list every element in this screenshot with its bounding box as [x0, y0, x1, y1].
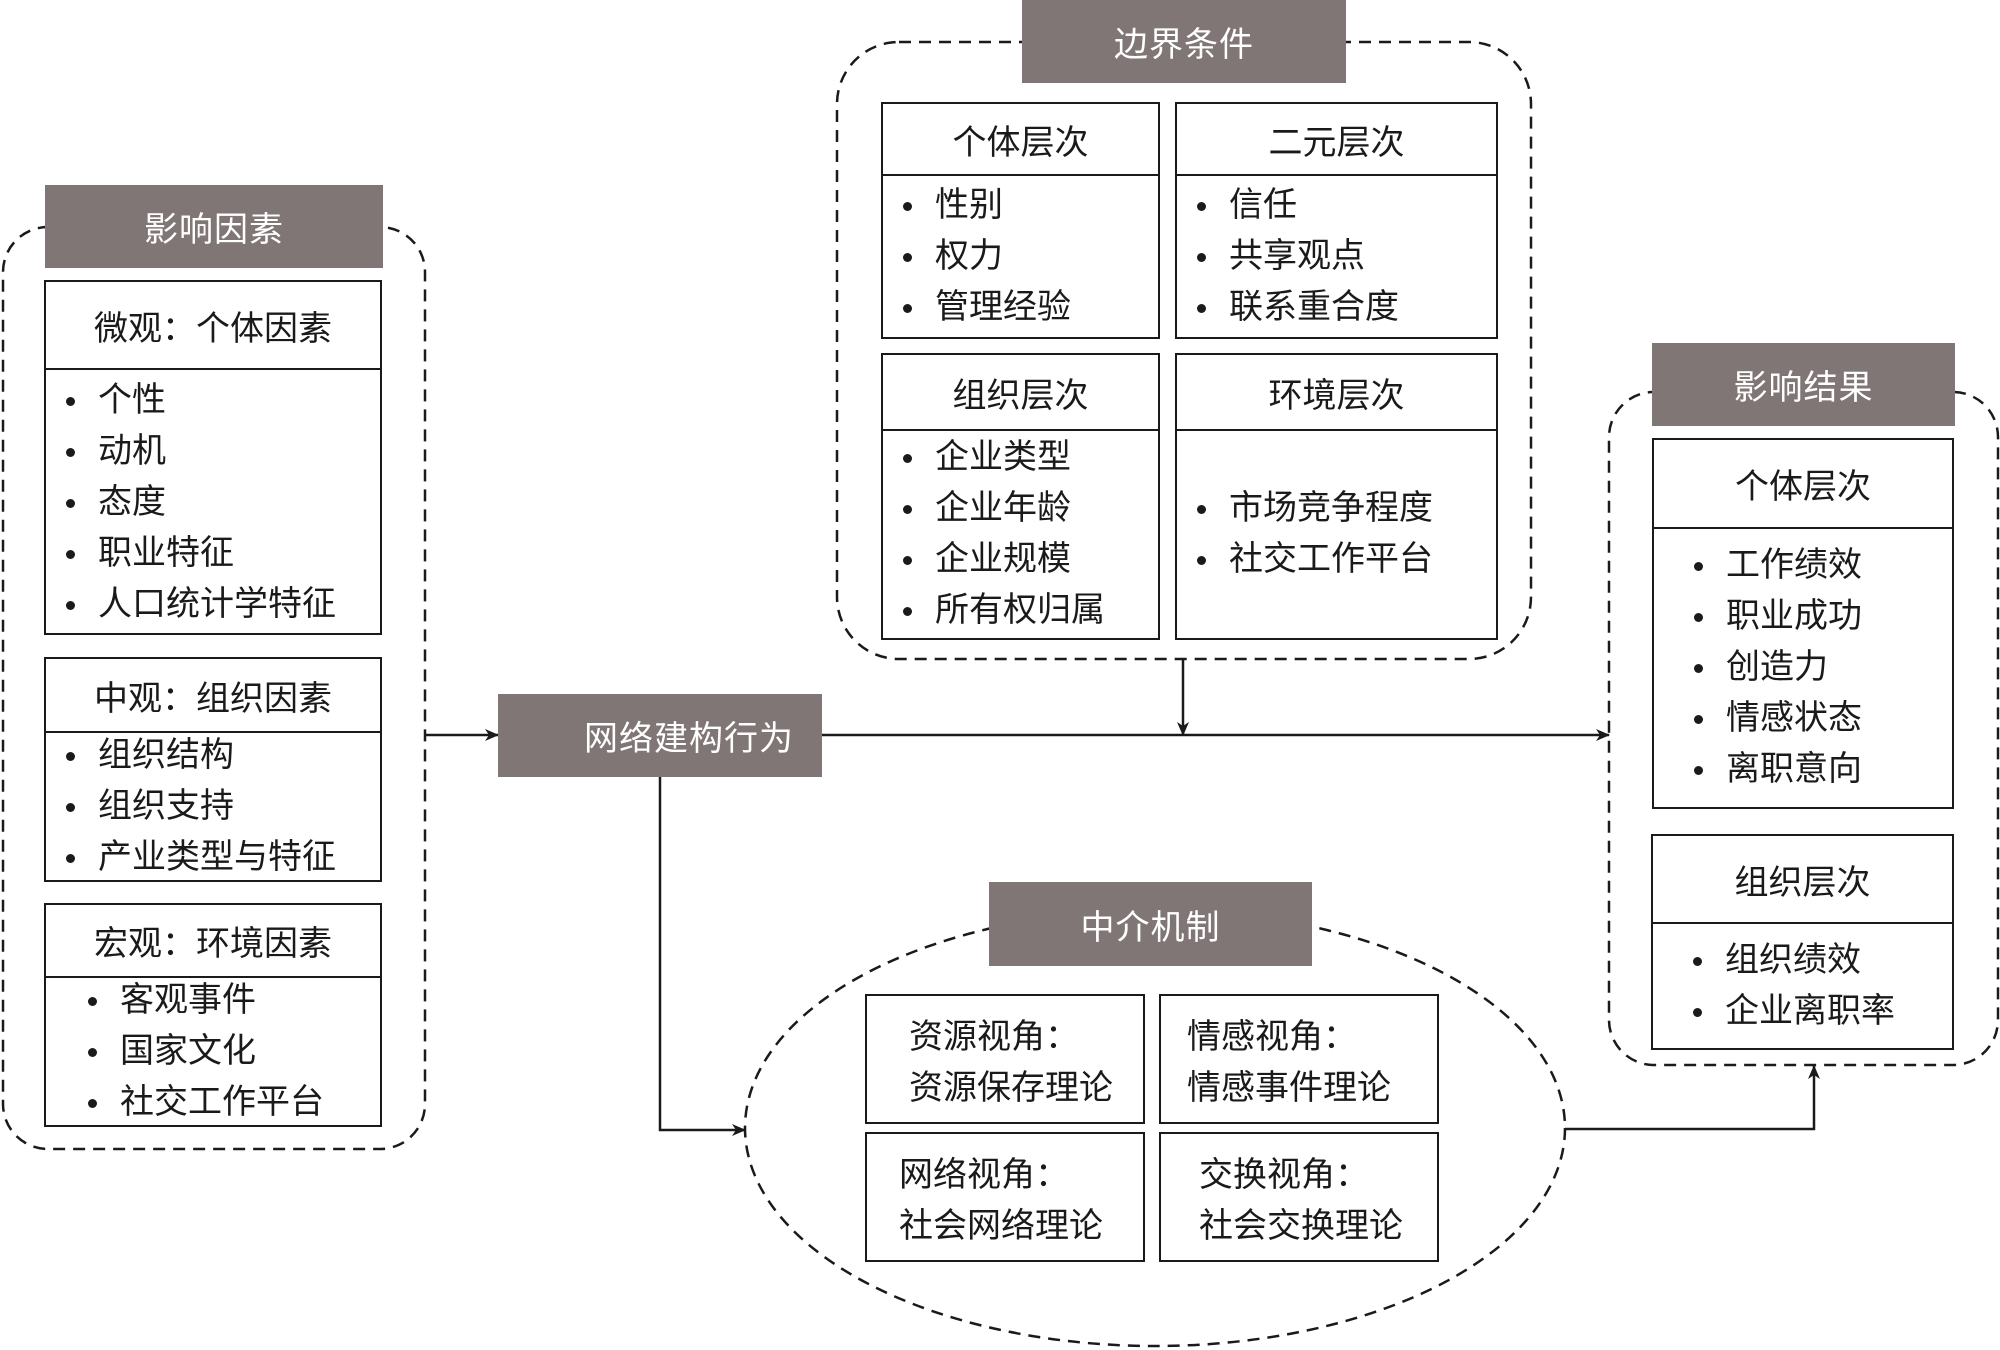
list-item: 权力	[883, 231, 1158, 282]
list-item: 态度	[46, 477, 380, 528]
networking-behavior-node: 网络建构行为	[498, 694, 822, 777]
list-item: 所有权归属	[883, 585, 1158, 636]
list-item: 企业离职率	[1673, 986, 1952, 1037]
dyadic-level-list: 信任 共享观点 联系重合度	[1177, 180, 1496, 333]
perspective-label: 情感视角：	[1187, 1017, 1357, 1057]
arrow-core-to-mediating	[658, 777, 746, 1136]
boundary-conditions-header: 边界条件	[1022, 0, 1346, 83]
group-title: 中观：组织因素	[46, 659, 380, 733]
theory-label: 社会交换理论	[1199, 1206, 1403, 1246]
arrow-mediating-to-outcomes	[1565, 1065, 1820, 1131]
list-item: 组织绩效	[1673, 935, 1952, 986]
list-item: 市场竞争程度	[1177, 483, 1496, 534]
dyadic-level-box: 二元层次 信任 共享观点 联系重合度	[1175, 102, 1498, 339]
list-item: 国家文化	[68, 1026, 380, 1077]
list-item: 共享观点	[1177, 231, 1496, 282]
individual-level-list: 性别 权力 管理经验	[883, 180, 1158, 333]
organizational-level-list: 企业类型 企业年龄 企业规模 所有权归属	[883, 432, 1158, 636]
group-title: 个体层次	[1654, 440, 1952, 529]
list-item: 企业规模	[883, 534, 1158, 585]
list-item: 创造力	[1674, 642, 1952, 693]
list-item: 情感状态	[1674, 693, 1952, 744]
list-item: 客观事件	[68, 975, 380, 1026]
micro-factors-box: 微观：个体因素 个性 动机 态度 职业特征 人口统计学特征	[44, 280, 382, 635]
group-title: 组织层次	[1653, 836, 1952, 924]
list-item: 信任	[1177, 180, 1496, 231]
network-perspective-box: 网络视角： 社会网络理论	[865, 1132, 1145, 1262]
micro-factors-list: 个性 动机 态度 职业特征 人口统计学特征	[46, 375, 380, 630]
group-title: 二元层次	[1177, 104, 1496, 176]
individual-level-box: 个体层次 性别 权力 管理经验	[881, 102, 1160, 339]
outcomes-header: 影响结果	[1652, 343, 1955, 426]
list-item: 联系重合度	[1177, 282, 1496, 333]
group-title: 宏观：环境因素	[46, 905, 380, 978]
list-item: 动机	[46, 426, 380, 477]
list-item: 产业类型与特征	[46, 832, 380, 883]
organizational-outcomes-box: 组织层次 组织绩效 企业离职率	[1651, 834, 1954, 1050]
group-title: 微观：个体因素	[46, 282, 380, 370]
influencing-factors-header: 影响因素	[45, 185, 383, 268]
perspective-label: 资源视角：	[909, 1017, 1079, 1057]
emotion-perspective-box: 情感视角： 情感事件理论	[1159, 994, 1439, 1124]
organizational-outcomes-list: 组织绩效 企业离职率	[1673, 935, 1952, 1037]
meso-factors-list: 组织结构 组织支持 产业类型与特征	[46, 730, 380, 883]
exchange-perspective-box: 交换视角： 社会交换理论	[1159, 1132, 1439, 1262]
theory-label: 社会网络理论	[899, 1206, 1103, 1246]
perspective-label: 网络视角：	[899, 1155, 1069, 1195]
list-item: 管理经验	[883, 282, 1158, 333]
mediating-mechanisms-header: 中介机制	[989, 882, 1312, 966]
resource-perspective-box: 资源视角： 资源保存理论	[865, 994, 1145, 1124]
theory-label: 情感事件理论	[1187, 1068, 1391, 1108]
list-item: 社交工作平台	[1177, 534, 1496, 585]
list-item: 离职意向	[1674, 744, 1952, 795]
individual-outcomes-list: 工作绩效 职业成功 创造力 情感状态 离职意向	[1674, 540, 1952, 795]
group-title: 个体层次	[883, 104, 1158, 176]
individual-outcomes-box: 个体层次 工作绩效 职业成功 创造力 情感状态 离职意向	[1652, 438, 1954, 809]
macro-factors-list: 客观事件 国家文化 社交工作平台	[68, 975, 380, 1128]
organizational-level-box: 组织层次 企业类型 企业年龄 企业规模 所有权归属	[881, 353, 1160, 640]
list-item: 职业特征	[46, 528, 380, 579]
perspective-label: 交换视角：	[1199, 1155, 1369, 1195]
group-title: 组织层次	[883, 355, 1158, 431]
list-item: 个性	[46, 375, 380, 426]
meso-factors-box: 中观：组织因素 组织结构 组织支持 产业类型与特征	[44, 657, 382, 882]
list-item: 社交工作平台	[68, 1077, 380, 1128]
macro-factors-box: 宏观：环境因素 客观事件 国家文化 社交工作平台	[44, 903, 382, 1127]
list-item: 企业类型	[883, 432, 1158, 483]
list-item: 职业成功	[1674, 591, 1952, 642]
list-item: 性别	[883, 180, 1158, 231]
group-title: 环境层次	[1177, 355, 1496, 431]
theory-label: 资源保存理论	[909, 1068, 1113, 1108]
list-item: 工作绩效	[1674, 540, 1952, 591]
environmental-level-box: 环境层次 市场竞争程度 社交工作平台	[1175, 353, 1498, 640]
list-item: 组织支持	[46, 781, 380, 832]
list-item: 人口统计学特征	[46, 579, 380, 630]
list-item: 企业年龄	[883, 483, 1158, 534]
mediating-mechanisms-container	[743, 908, 1567, 1348]
environmental-level-list: 市场竞争程度 社交工作平台	[1177, 483, 1496, 585]
list-item: 组织结构	[46, 730, 380, 781]
